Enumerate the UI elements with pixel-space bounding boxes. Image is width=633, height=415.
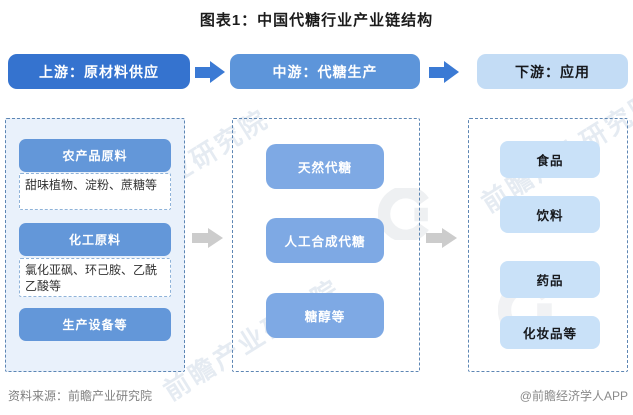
upstream-group-title: 化工原料 [19, 223, 171, 256]
stage-downstream-header: 下游：应用 [477, 54, 628, 89]
page-title: 图表1：中国代糖行业产业链结构 [199, 12, 434, 29]
upstream-group-detail: 甜味植物、淀粉、蔗糖等 [19, 173, 171, 210]
upstream-panel: 农产品原料 甜味植物、淀粉、蔗糖等 化工原料 氯化亚砜、环己胺、乙酰乙酸等 生产… [5, 118, 185, 372]
upstream-group-detail: 氯化亚砜、环己胺、乙酰乙酸等 [19, 258, 171, 297]
transition-arrow-icon [192, 228, 223, 248]
flow-arrow-icon [429, 61, 459, 83]
stage-upstream-header: 上游：原材料供应 [8, 54, 190, 89]
data-source-label: 资料来源：前瞻产业研究院 [8, 389, 153, 403]
downstream-item: 食品 [500, 141, 600, 178]
midstream-panel: 天然代糖 人工合成代糖 糖醇等 [232, 118, 420, 372]
upstream-group-title: 农产品原料 [19, 139, 171, 172]
midstream-item: 糖醇等 [266, 293, 384, 338]
transition-arrow-icon [426, 228, 457, 248]
downstream-item: 饮料 [500, 196, 600, 233]
stage-midstream-header: 中游：代糖生产 [230, 54, 420, 89]
upstream-group-title: 生产设备等 [19, 308, 171, 341]
midstream-item: 天然代糖 [266, 144, 384, 189]
downstream-panel: 食品 饮料 药品 化妆品等 [468, 118, 628, 372]
downstream-item: 药品 [500, 261, 600, 298]
midstream-item: 人工合成代糖 [266, 218, 384, 263]
downstream-item: 化妆品等 [500, 316, 600, 349]
credit-label: @前瞻经济学人APP [519, 389, 628, 403]
flow-arrow-icon [195, 61, 225, 83]
